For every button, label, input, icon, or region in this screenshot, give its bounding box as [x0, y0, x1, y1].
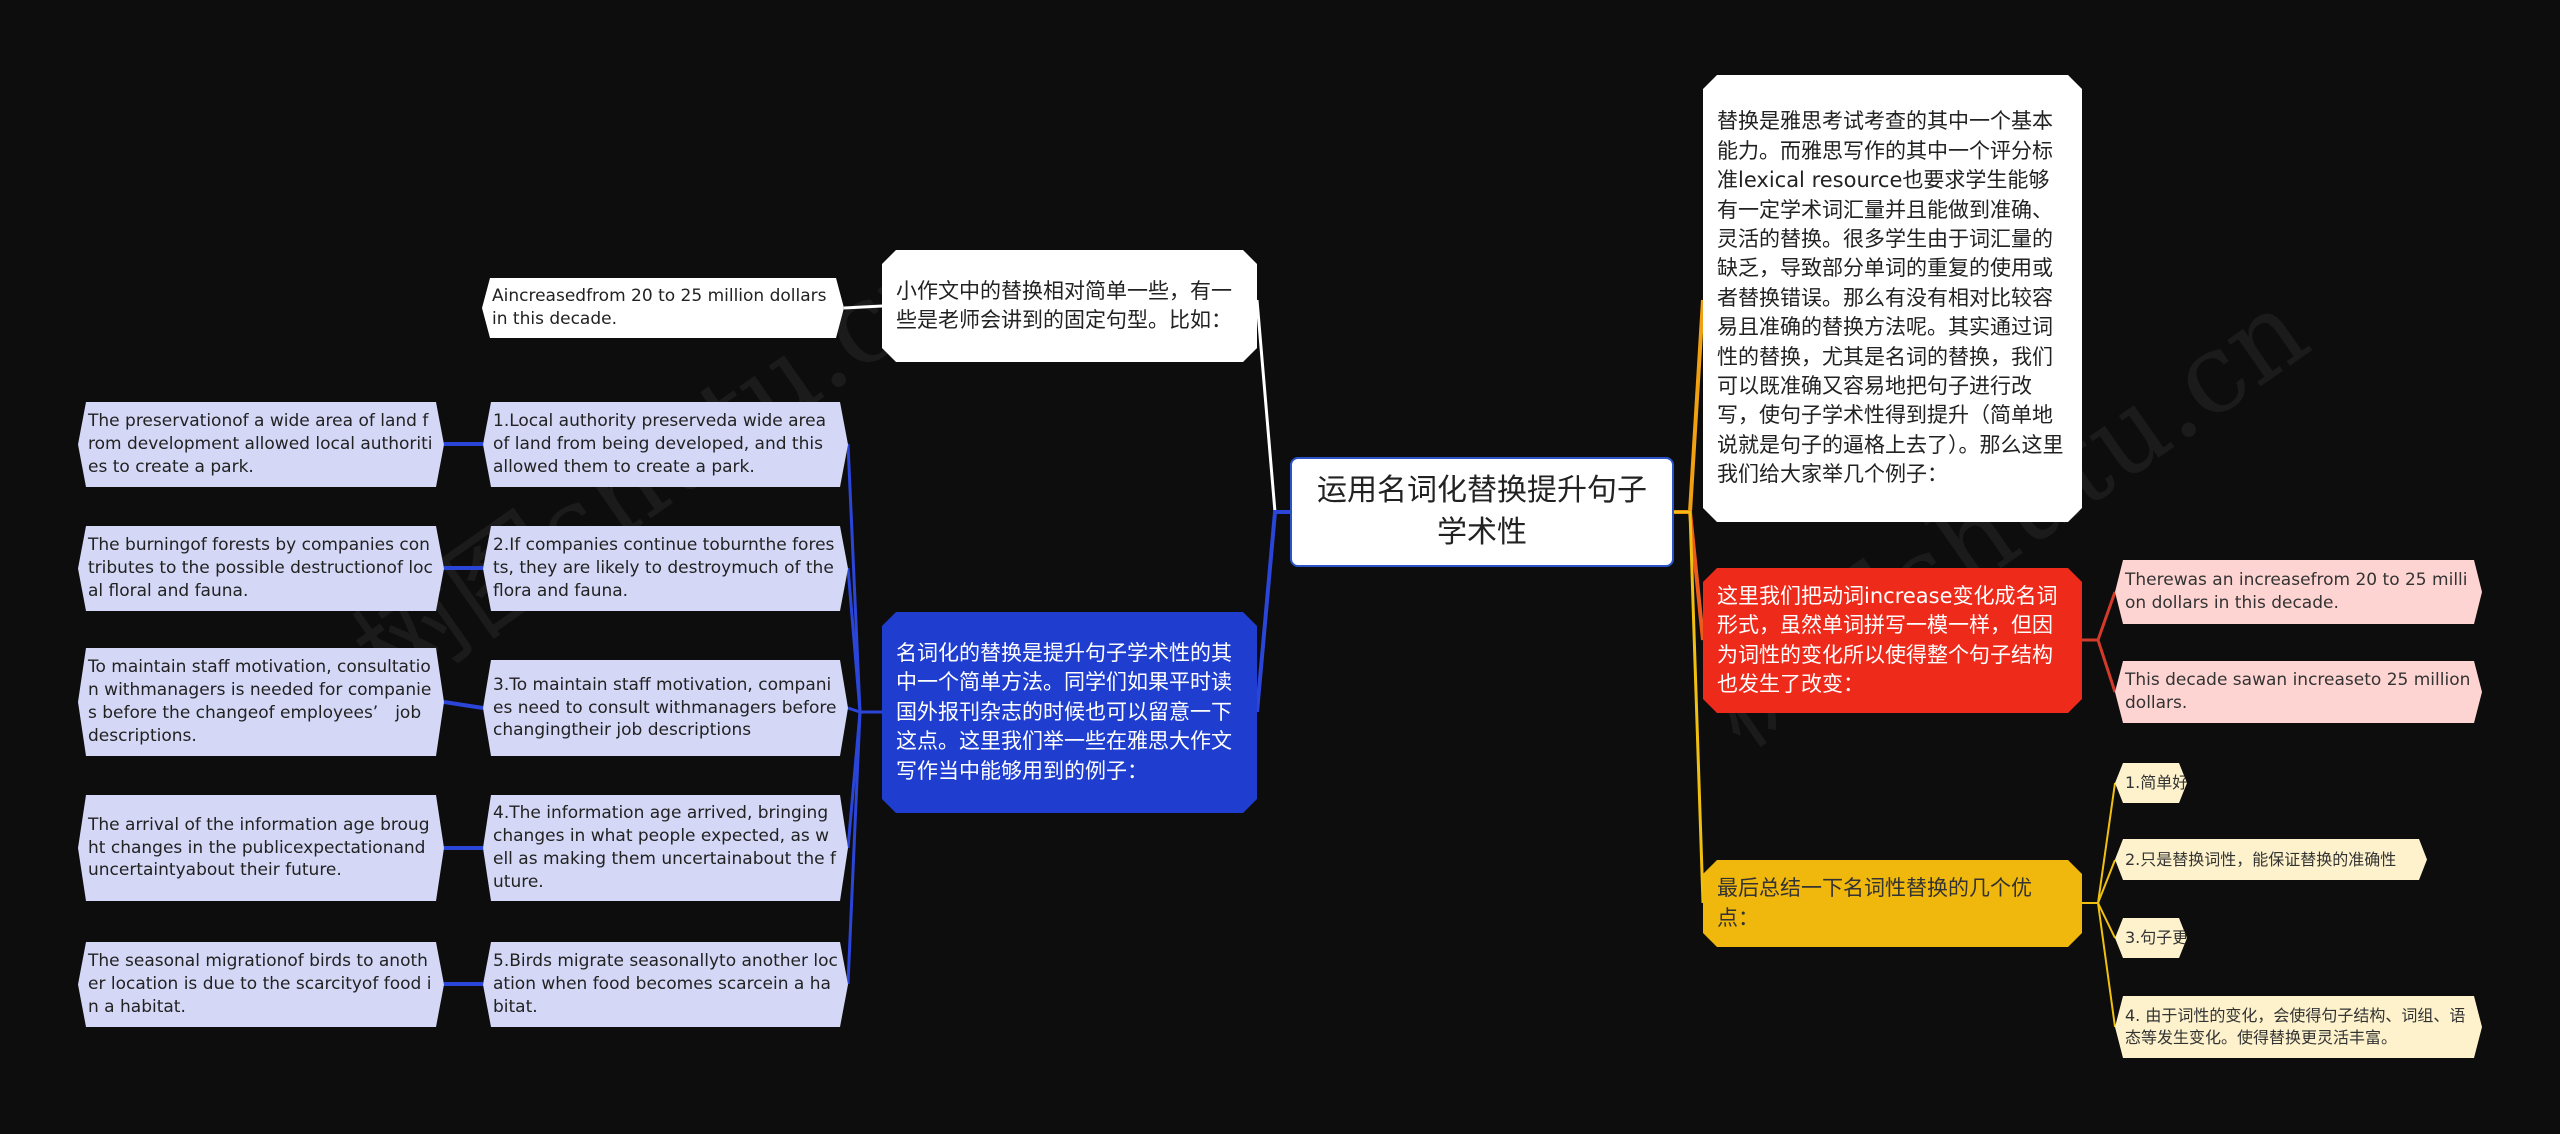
example-original-4[interactable]: 4.The information age arrived, bringing …: [483, 795, 848, 901]
summary-point-4[interactable]: 4. 由于词性的变化，会使得句子结构、词组、语态等发生变化。使得替换更灵活丰富。: [2115, 996, 2482, 1058]
link-root-simple: [1255, 299, 1290, 514]
summary-point-2[interactable]: 2.只是替换词性，能保证替换的准确性: [2115, 839, 2427, 880]
increase-example-2[interactable]: This decade sawan increaseto 25 million …: [2115, 661, 2482, 723]
nominalization-node[interactable]: 名词化的替换是提升句子学术性的其中一个简单方法。同学们如果平时读国外报刊杂志的时…: [882, 612, 1257, 813]
summary-point-1[interactable]: 1.简单好上手: [2115, 763, 2187, 803]
summary-node[interactable]: 最后总结一下名词性替换的几个优点：: [1703, 860, 2082, 947]
example-nominalized-3[interactable]: To maintain staff motivation, consultati…: [78, 648, 444, 756]
link-root-summary: [1674, 510, 1705, 904]
simple-example-leaf[interactable]: Aincreasedfrom 20 to 25 million dollars …: [482, 278, 844, 338]
simple-replacement-node[interactable]: 小作文中的替换相对简单一些，有一些是老师会讲到的固定句型。比如：: [882, 250, 1257, 362]
link-pair3: [443, 700, 484, 710]
link-nominal-ex5: [846, 710, 882, 985]
link-root-nominal: [1255, 510, 1290, 713]
link-nominal-ex4: [846, 710, 882, 849]
link-nominal-ex1: [846, 443, 882, 714]
link-summary-p4: [2082, 902, 2116, 1028]
example-nominalized-5[interactable]: The seasonal migrationof birds to anothe…: [78, 942, 444, 1027]
example-original-2[interactable]: 2.If companies continue toburnthe forest…: [483, 526, 848, 611]
example-nominalized-4[interactable]: The arrival of the information age broug…: [78, 795, 444, 901]
example-original-1[interactable]: 1.Local authority preserveda wide area o…: [483, 402, 848, 487]
link-simple-example: [843, 304, 883, 310]
root-topic[interactable]: 运用名词化替换提升句子学术性: [1290, 457, 1674, 567]
link-summary-p1: [2082, 782, 2116, 904]
intro-node[interactable]: 替换是雅思考试考查的其中一个基本能力。而雅思写作的其中一个评分标准lexical…: [1703, 75, 2082, 522]
example-original-5[interactable]: 5.Birds migrate seasonallyto another loc…: [483, 942, 848, 1027]
example-nominalized-2[interactable]: The burningof forests by companies contr…: [78, 526, 444, 611]
link-increase-ex2: [2082, 638, 2117, 693]
increase-node[interactable]: 这里我们把动词increase变化成名词形式，虽然单词拼写一模一样，但因为词性的…: [1703, 568, 2082, 713]
link-root-intro: [1674, 299, 1705, 514]
link-increase-ex1: [2082, 591, 2117, 642]
example-original-3[interactable]: 3.To maintain staff motivation, companie…: [483, 660, 848, 756]
increase-example-1[interactable]: Therewas an increasefrom 20 to 25 millio…: [2115, 560, 2482, 624]
example-nominalized-1[interactable]: The preservationof a wide area of land f…: [78, 402, 444, 487]
summary-point-3[interactable]: 3.句子更紧凑: [2115, 918, 2187, 958]
link-root-increase: [1674, 510, 1705, 641]
